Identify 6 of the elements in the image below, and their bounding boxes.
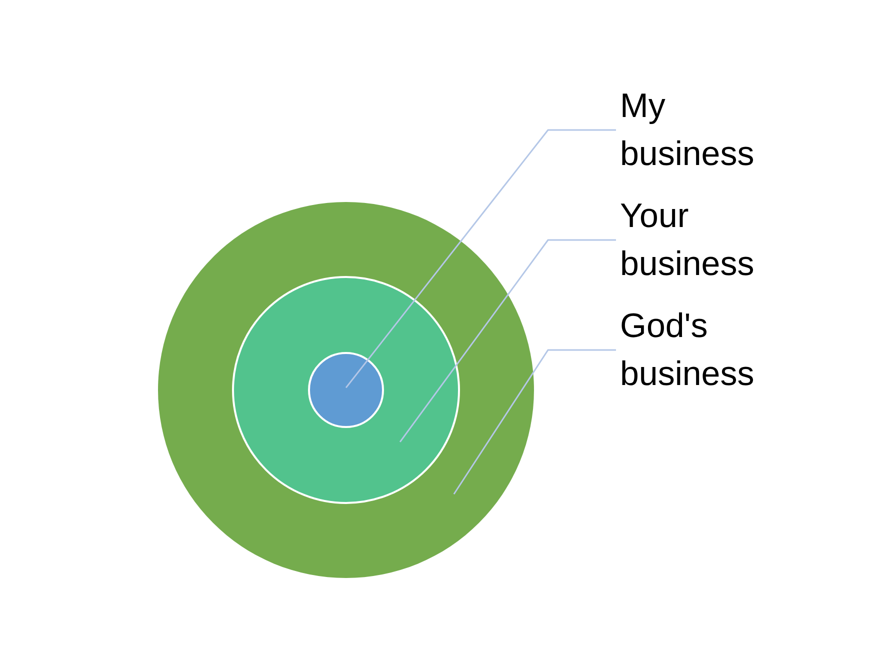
leader-line bbox=[453, 349, 616, 495]
ring-label: Your business bbox=[620, 192, 790, 288]
leader-line bbox=[345, 129, 616, 388]
ring-label: My business bbox=[620, 82, 790, 178]
ring-label: God's business bbox=[620, 302, 790, 398]
leader-line bbox=[399, 239, 616, 442]
